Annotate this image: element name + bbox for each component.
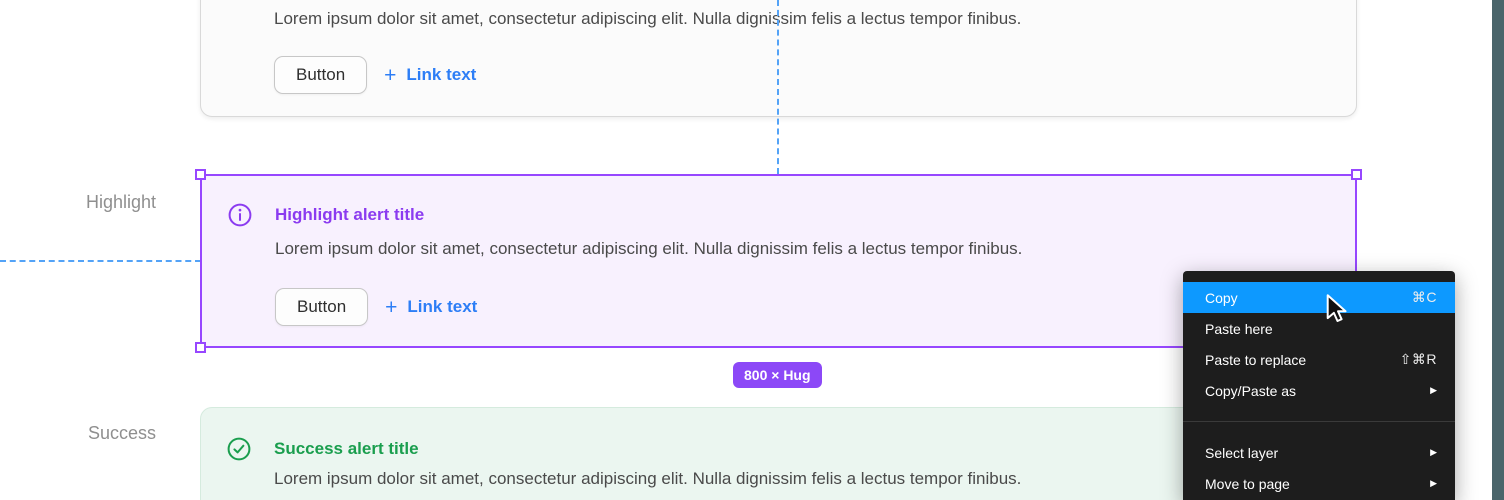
check-circle-icon bbox=[227, 437, 251, 461]
alert-body-text: Lorem ipsum dolor sit amet, consectetur … bbox=[274, 9, 1022, 28]
alert-link[interactable]: + Link text bbox=[385, 297, 477, 318]
menu-item-label: Copy/Paste as bbox=[1205, 382, 1297, 399]
alert-link-label: Link text bbox=[407, 297, 478, 316]
alert-link[interactable]: + Link text bbox=[384, 65, 476, 86]
menu-item-paste-to-replace[interactable]: Paste to replace ⇧⌘R bbox=[1183, 344, 1455, 375]
menu-item-label: Copy bbox=[1205, 289, 1238, 306]
alert-title: Success alert title bbox=[274, 439, 419, 458]
menu-item-copy[interactable]: Copy ⌘C bbox=[1183, 282, 1455, 313]
menu-item-select-layer[interactable]: Select layer ▶ bbox=[1183, 437, 1455, 468]
submenu-arrow-icon: ▶ bbox=[1430, 385, 1437, 395]
context-menu: Copy ⌘C Paste here Paste to replace ⇧⌘R … bbox=[1183, 271, 1455, 500]
alert-card-highlight[interactable]: Highlight alert title Lorem ipsum dolor … bbox=[195, 169, 1362, 353]
menu-item-shortcut: ⌘C bbox=[1411, 289, 1437, 305]
alert-button[interactable]: Button bbox=[275, 288, 369, 326]
selection-handle-top-left[interactable] bbox=[195, 169, 206, 180]
mouse-cursor bbox=[1326, 294, 1347, 323]
alert-link-label: Link text bbox=[406, 65, 477, 84]
section-label-highlight: Highlight bbox=[85, 192, 156, 212]
alert-button[interactable]: Button bbox=[274, 56, 368, 94]
menu-divider bbox=[1183, 421, 1455, 422]
alert-body-text: Lorem ipsum dolor sit amet, consectetur … bbox=[274, 469, 1022, 488]
plus-icon: + bbox=[385, 295, 398, 319]
alignment-guide-horizontal bbox=[0, 260, 201, 262]
menu-item-shortcut: ⇧⌘R bbox=[1399, 351, 1437, 367]
alignment-guide-vertical bbox=[777, 0, 779, 174]
info-circle-icon bbox=[228, 203, 252, 227]
selection-handle-top-right[interactable] bbox=[1351, 169, 1362, 180]
menu-item-paste-here[interactable]: Paste here bbox=[1183, 313, 1455, 344]
size-badge: 800 × Hug bbox=[733, 362, 822, 388]
menu-item-move-to-page[interactable]: Move to page ▶ bbox=[1183, 468, 1455, 499]
alert-actions: Button + Link text bbox=[275, 288, 477, 326]
submenu-arrow-icon: ▶ bbox=[1430, 478, 1437, 488]
menu-item-label: Paste to replace bbox=[1205, 351, 1307, 368]
section-label-success: Success bbox=[87, 423, 156, 443]
alert-title: Highlight alert title bbox=[275, 205, 425, 224]
menu-item-copy-paste-as[interactable]: Copy/Paste as ▶ bbox=[1183, 375, 1455, 406]
menu-item-label: Move to page bbox=[1205, 475, 1290, 492]
plus-icon: + bbox=[384, 63, 397, 87]
menu-item-label: Paste here bbox=[1205, 320, 1273, 337]
selection-handle-bottom-left[interactable] bbox=[195, 342, 206, 353]
menu-item-label: Select layer bbox=[1205, 444, 1279, 461]
alert-actions: Button + Link text bbox=[274, 56, 476, 94]
alert-card-success[interactable]: Success alert title Lorem ipsum dolor si… bbox=[200, 407, 1357, 500]
alert-body-text: Lorem ipsum dolor sit amet, consectetur … bbox=[275, 239, 1023, 258]
panel-edge bbox=[1492, 0, 1504, 500]
submenu-arrow-icon: ▶ bbox=[1430, 447, 1437, 457]
